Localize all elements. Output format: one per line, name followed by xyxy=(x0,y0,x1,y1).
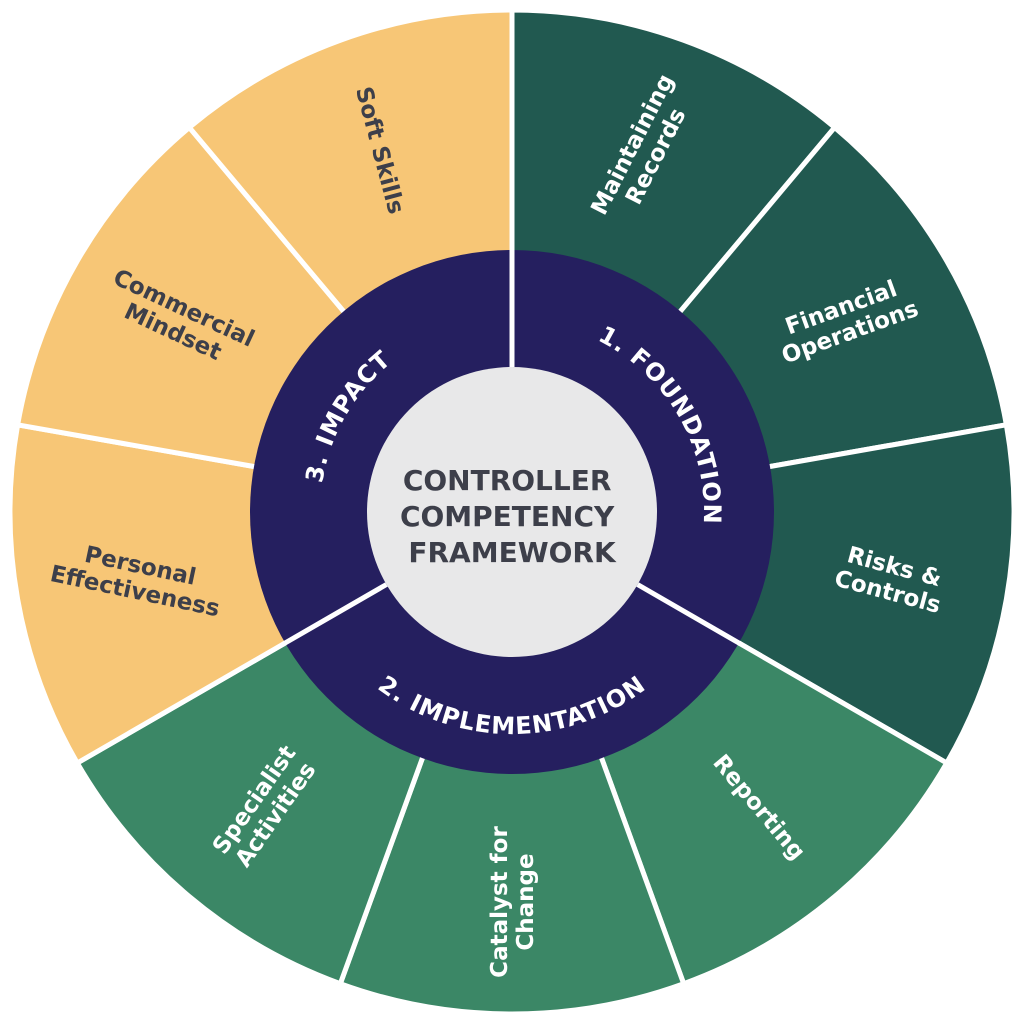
segment-label: Catalyst forChange xyxy=(487,826,539,978)
center-title-line: CONTROLLER xyxy=(403,464,612,497)
ring-divider xyxy=(636,582,742,647)
ring-dividers xyxy=(282,248,742,647)
ring-divider xyxy=(282,582,388,647)
center-circle xyxy=(367,367,657,657)
center-title-line: COMPETENCY xyxy=(400,500,615,533)
center-title: CONTROLLER COMPETENCY FRAMEWORK xyxy=(400,464,624,569)
segment-label-line: Change xyxy=(513,853,539,950)
segment-label-line: Catalyst for xyxy=(487,826,513,978)
center-title-line: FRAMEWORK xyxy=(408,536,617,569)
